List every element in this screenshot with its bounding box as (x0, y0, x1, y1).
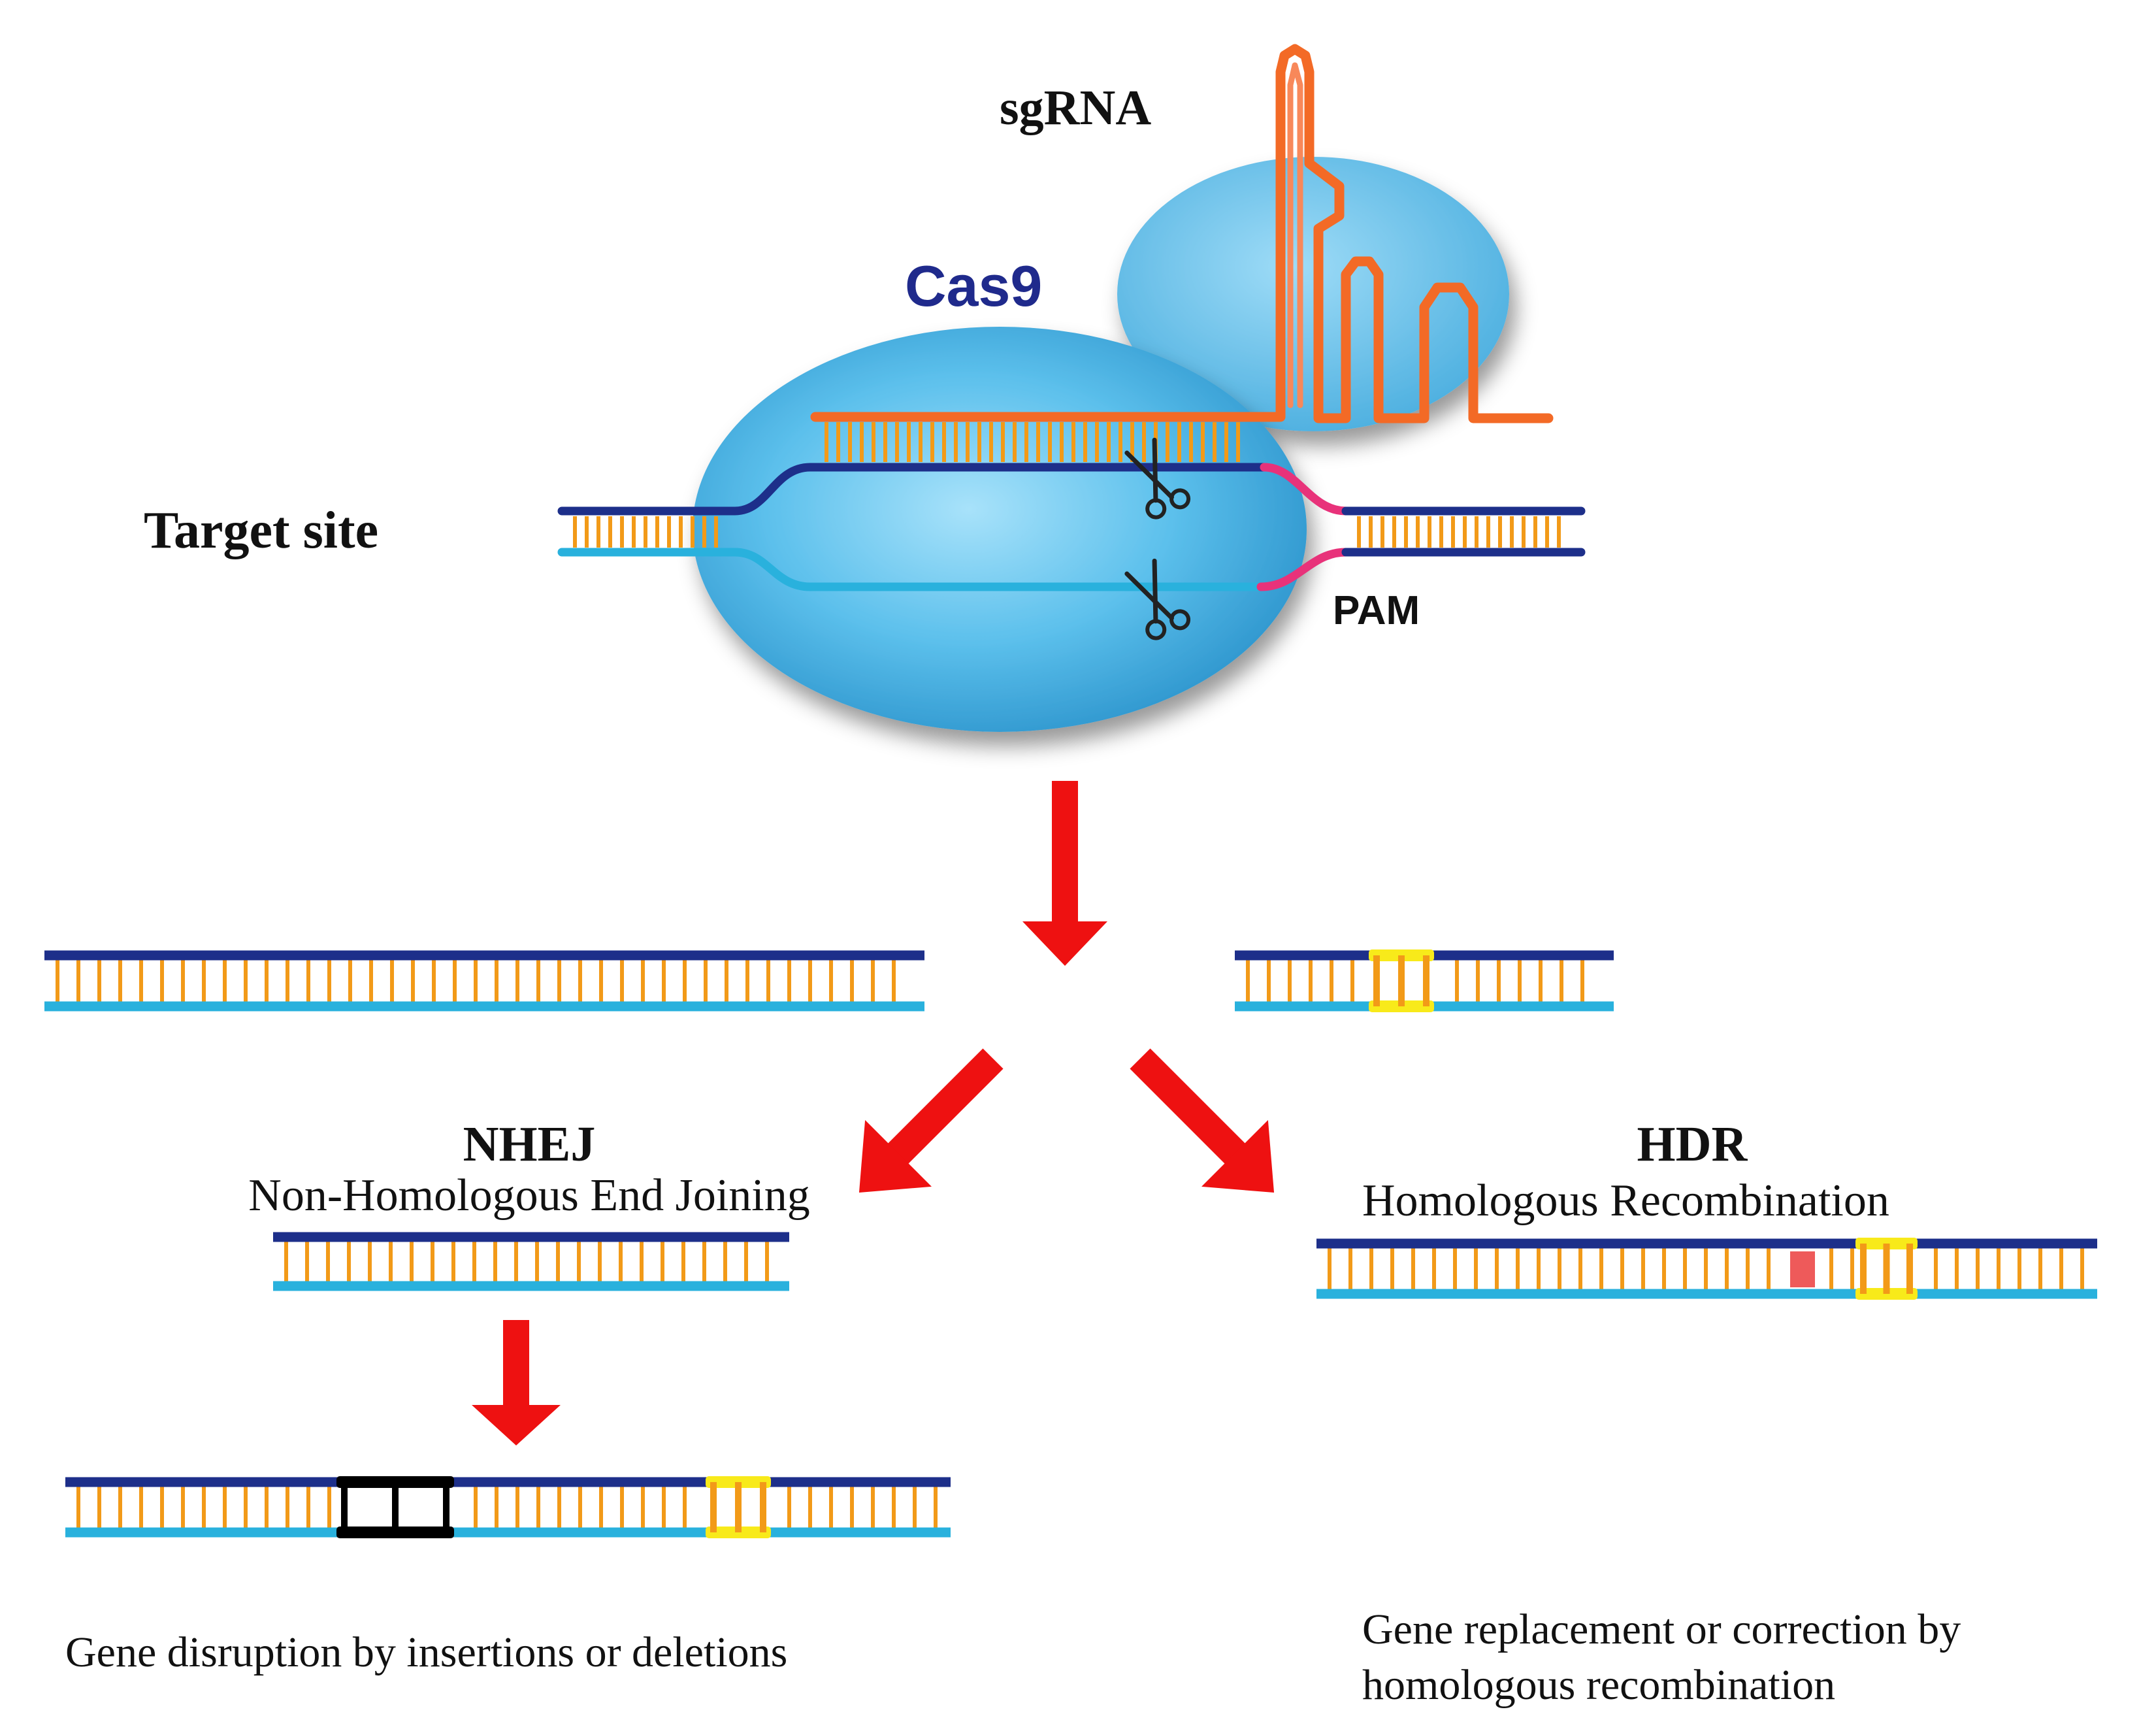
pam-label: PAM (1333, 588, 1420, 633)
sgrna-base-pairs (825, 422, 1240, 462)
sgrna-backbone (810, 44, 1554, 423)
hdr-outcome-line-2: homologous recombination (1362, 1661, 1835, 1709)
arrow-down-icon (472, 1320, 561, 1445)
dna-upper-strand (557, 463, 1269, 516)
cas9-upper-lobe (1117, 157, 1509, 431)
hdr-insert (1855, 1238, 1918, 1300)
arrow-down-icon (1022, 781, 1107, 966)
dna-segments (44, 949, 2097, 1538)
hdr-subtitle: Homologous Recombination (1362, 1176, 1889, 1226)
dna-hdr-repaired (1316, 1238, 2097, 1300)
mutation-mark (1790, 1251, 1815, 1287)
dna-nhej-repaired (273, 1232, 789, 1291)
sgrna-label: sgRNA (1000, 80, 1151, 135)
dna-donor-template (1235, 949, 1614, 1012)
target-dna (557, 463, 1586, 591)
target-site-label: Target site (144, 502, 378, 559)
nhej-subtitle: Non-Homologous End Joining (248, 1170, 809, 1221)
cas9-body (693, 327, 1307, 732)
sgrna-structure (810, 44, 1554, 423)
target-base-pairs (573, 516, 1561, 548)
dna-cut-duplex (44, 950, 924, 1012)
hdr-title: HDR (1637, 1117, 1748, 1172)
pam-lower-segment (1256, 548, 1350, 591)
pam-upper-segment (1260, 463, 1350, 516)
hdr-outcome-line-1: Gene replacement or correction by (1362, 1606, 1961, 1653)
dna-nhej-outcome (65, 1476, 951, 1538)
donor-insert (1369, 949, 1434, 1012)
sgrna-inner-loop (1287, 62, 1303, 408)
cas9-protein (693, 157, 1509, 732)
nhej-title: NHEJ (463, 1117, 596, 1172)
indel-block (336, 1476, 454, 1538)
dna-lower-strand (557, 548, 1266, 591)
cas9-label: Cas9 (905, 254, 1042, 318)
nhej-outcome-text: Gene disruption by insertions or deletio… (65, 1628, 787, 1676)
arrow-down-right-icon (1130, 1048, 1275, 1193)
scissors-icon (1124, 437, 1191, 520)
scissors-icon (1124, 558, 1191, 640)
yellow-insert (706, 1476, 771, 1538)
arrow-down-left-icon (858, 1048, 1004, 1193)
